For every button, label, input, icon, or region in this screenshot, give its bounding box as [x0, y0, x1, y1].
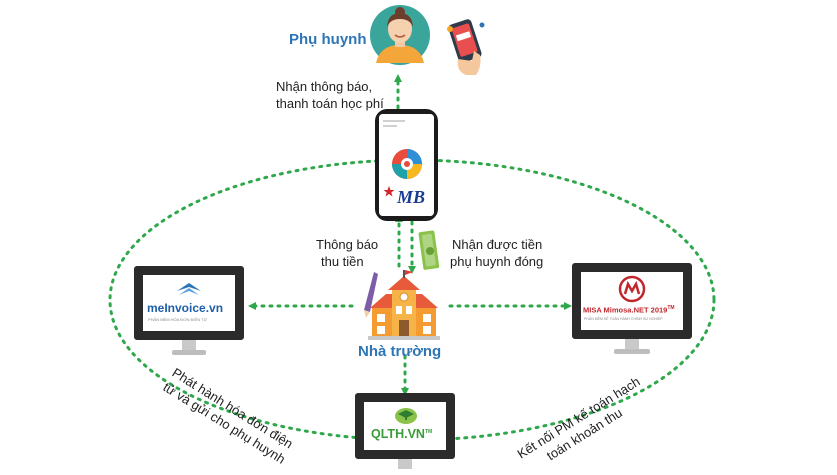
misa-tm: TM [667, 305, 675, 311]
qlth-screen: QLTH.VNTM [355, 393, 455, 459]
meinvoice-tagline: PHẦN MỀM HÓA ĐƠN ĐIỆN TỬ [148, 317, 207, 322]
qlth-logo-text: QLTH.VNTM [371, 427, 432, 441]
receive-notice-text-1: Nhận thông báo, [276, 79, 373, 94]
misa-screen: MISA Mimosa.NET 2019TM PHẦN MỀM KẾ TOÁN … [572, 263, 692, 339]
receive-notice-text-2: thanh toán học phí [276, 96, 384, 111]
school-building-icon [360, 270, 448, 342]
hand-phone-icon [444, 15, 486, 77]
phone-screen: MB [379, 114, 434, 216]
misa-logo-text: MISA Mimosa.NET 2019TM [583, 305, 675, 315]
mobile-phone: MB [375, 109, 438, 221]
misa-monitor: MISA Mimosa.NET 2019TM PHẦN MỀM KẾ TOÁN … [572, 263, 692, 357]
qlth-monitor: QLTH.VNTM [355, 393, 455, 475]
qlth-logo-icon [395, 408, 417, 424]
receive-money-text-2: phụ huynh đóng [450, 254, 544, 269]
qlth-tm: TM [424, 428, 433, 435]
school-title: Nhà trường [358, 343, 442, 360]
mb-bank-logo: MB [397, 187, 426, 207]
meinvoice-screen: meInvoice.vn PHẦN MỀM HÓA ĐƠN ĐIỆN TỬ [134, 266, 244, 340]
misa-name: MISA Mimosa.NET 2019 [583, 305, 668, 315]
misa-tagline: PHẦN MỀM KẾ TOÁN HÀNH CHÍNH SỰ NGHIỆP [584, 317, 663, 321]
money-icon [418, 229, 442, 273]
meinvoice-monitor: meInvoice.vn PHẦN MỀM HÓA ĐƠN ĐIỆN TỬ [134, 266, 244, 358]
meinvoice-logo-icon [177, 283, 201, 295]
meinvoice-logo-text: meInvoice.vn [147, 301, 224, 315]
qlth-name: QLTH.VN [371, 427, 425, 441]
pay-notice-text-1: Thông báo [316, 237, 379, 252]
parent-title: Phụ huynh [289, 31, 367, 48]
misa-logo-icon [618, 275, 646, 303]
receive-money-text-1: Nhận được tiền [452, 237, 543, 252]
pay-notice-text-2: thu tiền [321, 254, 364, 269]
parent-avatar [370, 5, 430, 65]
